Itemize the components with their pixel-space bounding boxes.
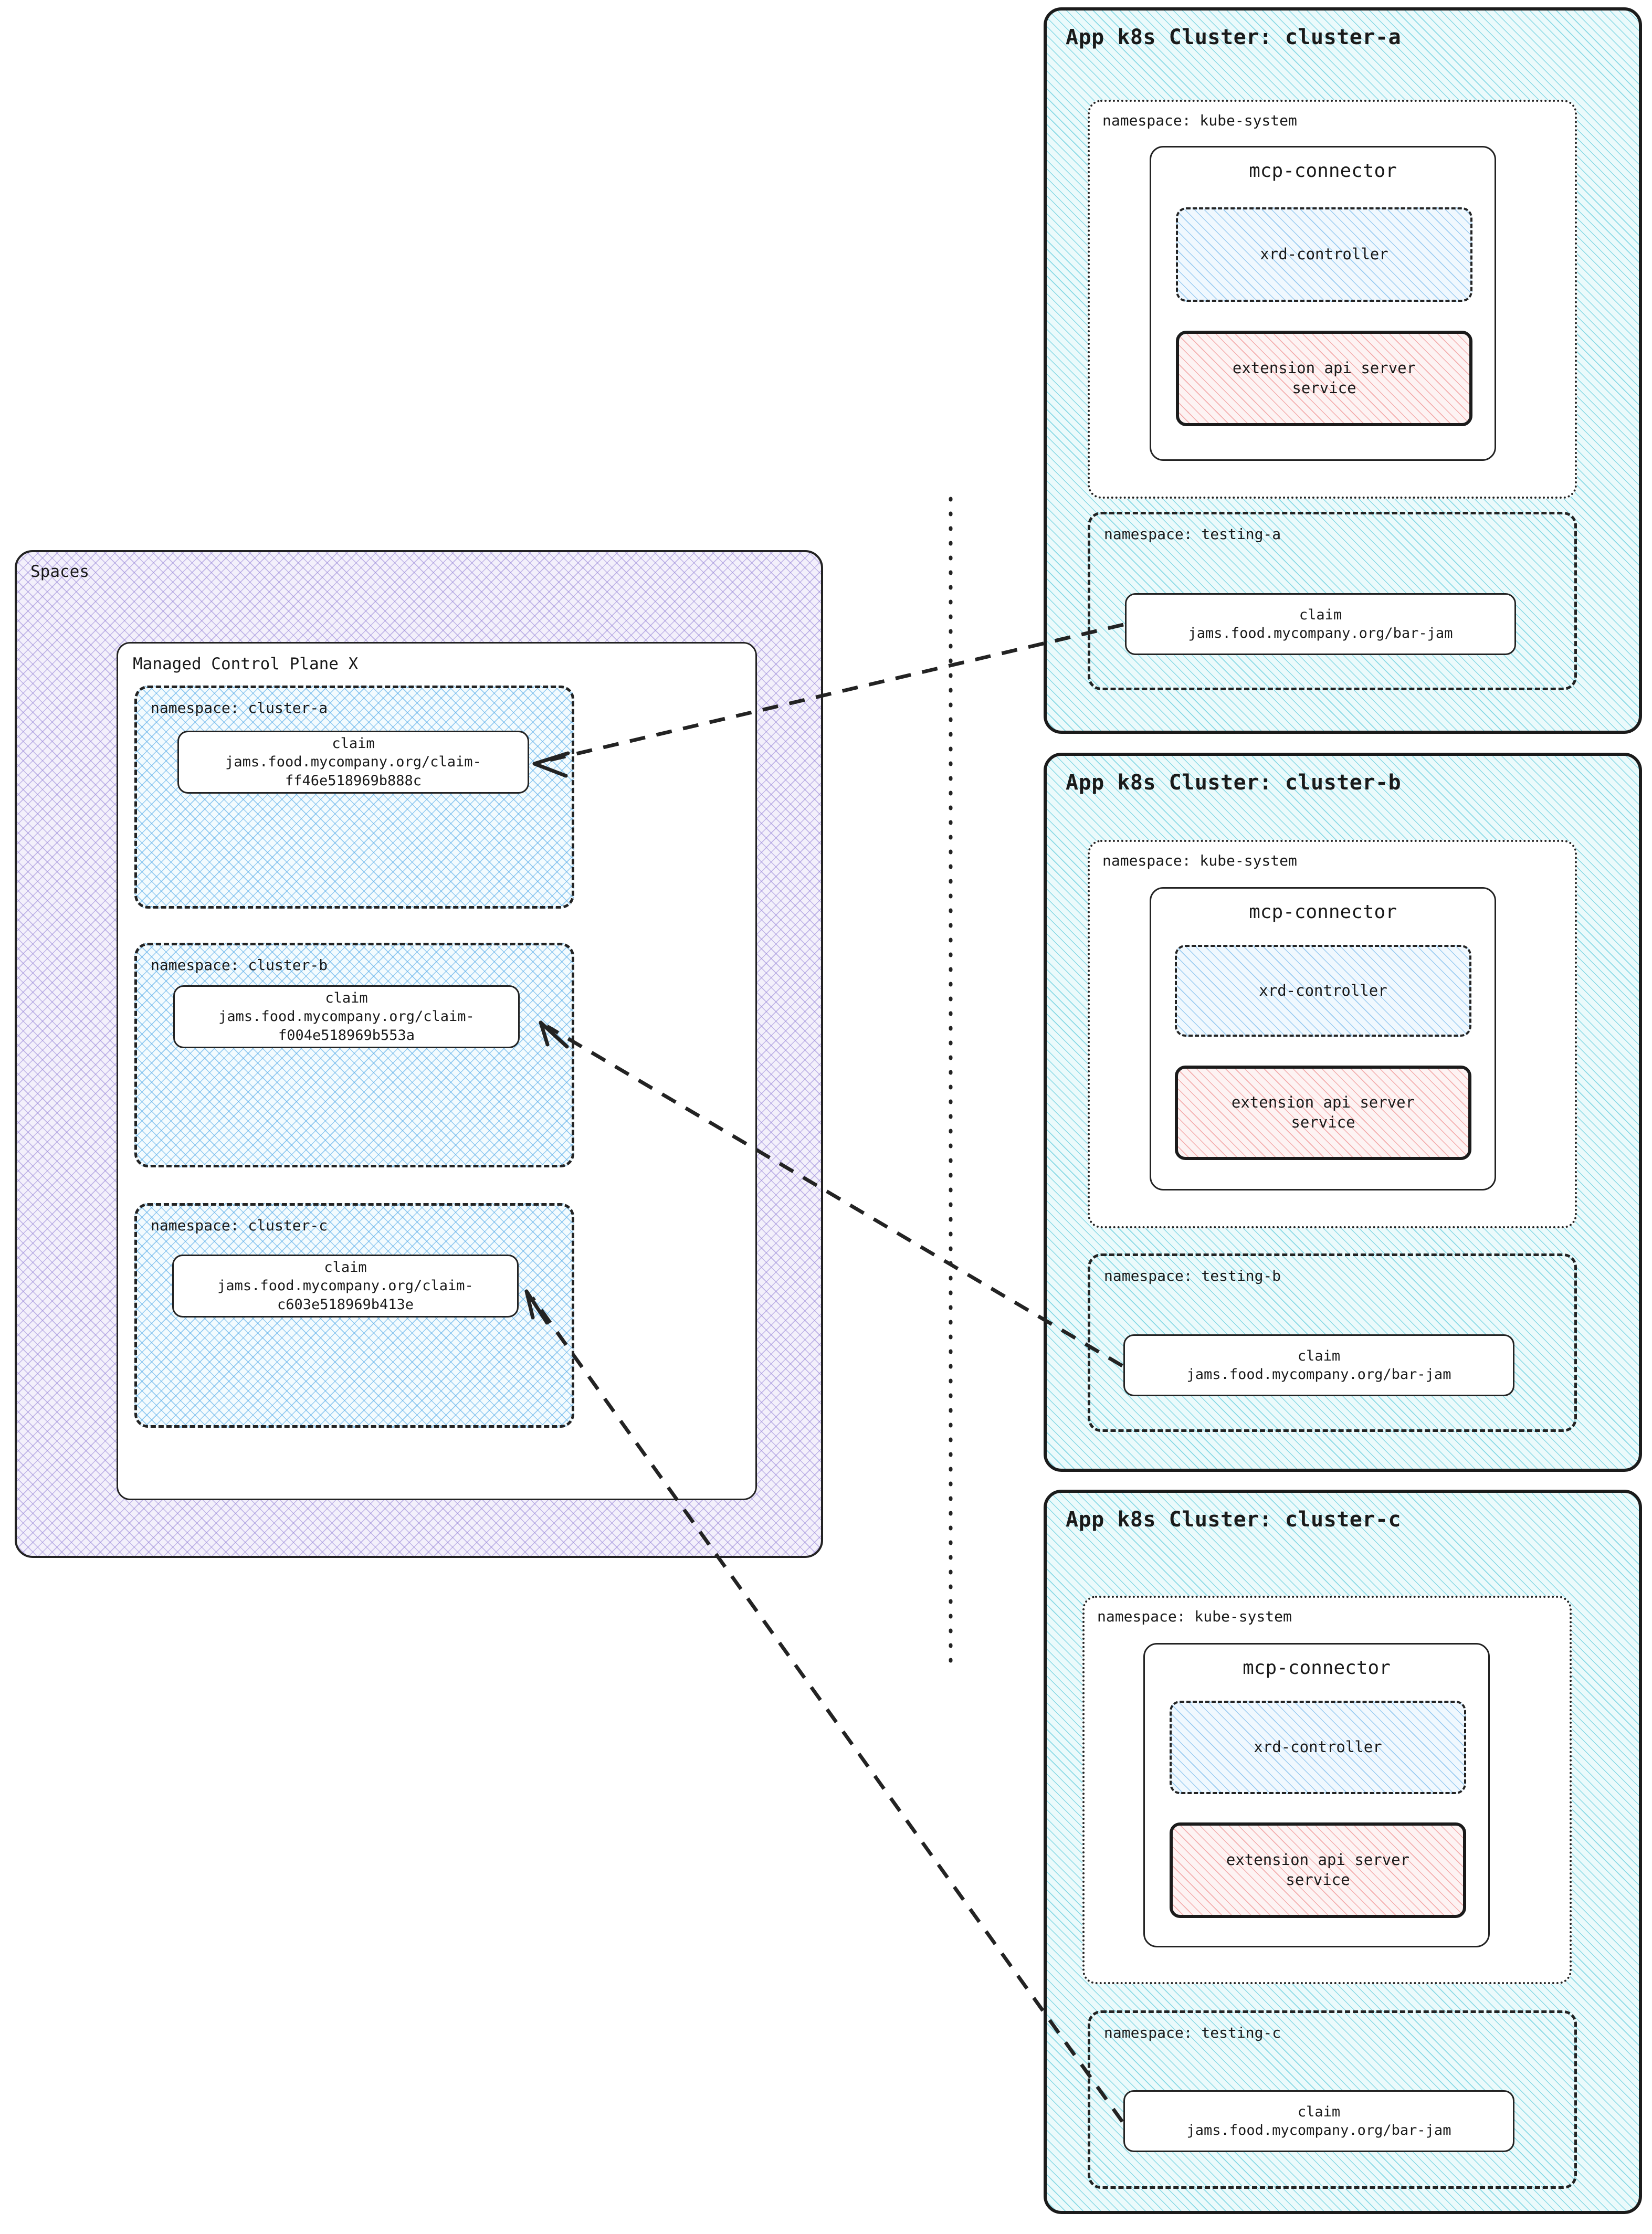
claim-kind: claim	[332, 735, 375, 752]
cluster-a-extension-api-server: extension api server service	[1176, 331, 1472, 426]
cluster-c-testing-claim-box[interactable]: claim jams.food.mycompany.org/bar-jam	[1123, 2090, 1514, 2152]
xrd-controller-label: xrd-controller	[1254, 1738, 1382, 1756]
claim-ref: jams.food.mycompany.org/bar-jam	[1188, 625, 1453, 641]
namespace-cluster-b: namespace: cluster-b	[134, 943, 574, 1167]
cluster-b-xrd-controller: xrd-controller	[1175, 945, 1471, 1037]
cluster-c-testing-label: namespace: testing-c	[1104, 2024, 1281, 2041]
extension-api-server-label: extension api server service	[1232, 359, 1416, 397]
cluster-b-testing-label: namespace: testing-b	[1104, 1267, 1281, 1284]
cluster-c-mcp-connector-label: mcp-connector	[1243, 1657, 1391, 1679]
cluster-a-testing-label: namespace: testing-a	[1104, 525, 1281, 543]
claim-ref: jams.food.mycompany.org/claim- f004e5189…	[218, 1008, 475, 1044]
cluster-c-kube-system-label: namespace: kube-system	[1097, 1608, 1292, 1625]
namespace-cluster-b-label: namespace: cluster-b	[151, 956, 328, 974]
claim-kind: claim	[1297, 2103, 1341, 2120]
claim-ref: jams.food.mycompany.org/bar-jam	[1186, 2122, 1451, 2138]
extension-api-server-label: extension api server service	[1231, 1093, 1415, 1131]
cluster-b-testing-claim-box[interactable]: claim jams.food.mycompany.org/bar-jam	[1123, 1334, 1514, 1396]
claim-cluster-c-box[interactable]: claim jams.food.mycompany.org/claim- c60…	[172, 1255, 519, 1318]
cluster-b-title: App k8s Cluster: cluster-b	[1066, 771, 1402, 795]
cluster-a-title: App k8s Cluster: cluster-a	[1066, 25, 1402, 49]
claim-kind: claim	[1299, 606, 1342, 623]
namespace-cluster-c-label: namespace: cluster-c	[151, 1217, 328, 1234]
claim-kind: claim	[1297, 1347, 1341, 1364]
claim-kind: claim	[324, 1259, 367, 1276]
cluster-c-extension-api-server: extension api server service	[1170, 1822, 1466, 1918]
extension-api-server-label: extension api server service	[1226, 1851, 1410, 1889]
claim-cluster-b-box[interactable]: claim jams.food.mycompany.org/claim- f00…	[173, 985, 520, 1048]
cluster-c-xrd-controller: xrd-controller	[1170, 1701, 1466, 1794]
cluster-b-mcp-connector-label: mcp-connector	[1249, 901, 1397, 923]
claim-ref: jams.food.mycompany.org/claim- ff46e5189…	[225, 754, 481, 789]
cluster-a-kube-system-label: namespace: kube-system	[1102, 112, 1297, 129]
cluster-a-xrd-controller: xrd-controller	[1176, 207, 1472, 302]
managed-control-plane-label: Managed Control Plane X	[133, 655, 359, 673]
spaces-label: Spaces	[30, 562, 89, 581]
cluster-b-extension-api-server: extension api server service	[1175, 1066, 1471, 1160]
claim-cluster-a-box[interactable]: claim jams.food.mycompany.org/claim- ff4…	[177, 731, 529, 794]
claim-ref: jams.food.mycompany.org/claim- c603e5189…	[217, 1278, 473, 1313]
cluster-c-title: App k8s Cluster: cluster-c	[1066, 1508, 1402, 1532]
namespace-cluster-a-label: namespace: cluster-a	[151, 699, 328, 716]
cluster-a-mcp-connector-label: mcp-connector	[1249, 160, 1397, 182]
claim-kind: claim	[325, 990, 368, 1007]
claim-ref: jams.food.mycompany.org/bar-jam	[1186, 1366, 1451, 1383]
cluster-b-kube-system-label: namespace: kube-system	[1102, 852, 1297, 869]
xrd-controller-label: xrd-controller	[1260, 245, 1388, 264]
cluster-a-testing-claim-box[interactable]: claim jams.food.mycompany.org/bar-jam	[1125, 593, 1516, 655]
xrd-controller-label: xrd-controller	[1259, 981, 1387, 999]
namespace-cluster-a: namespace: cluster-a	[134, 686, 574, 909]
